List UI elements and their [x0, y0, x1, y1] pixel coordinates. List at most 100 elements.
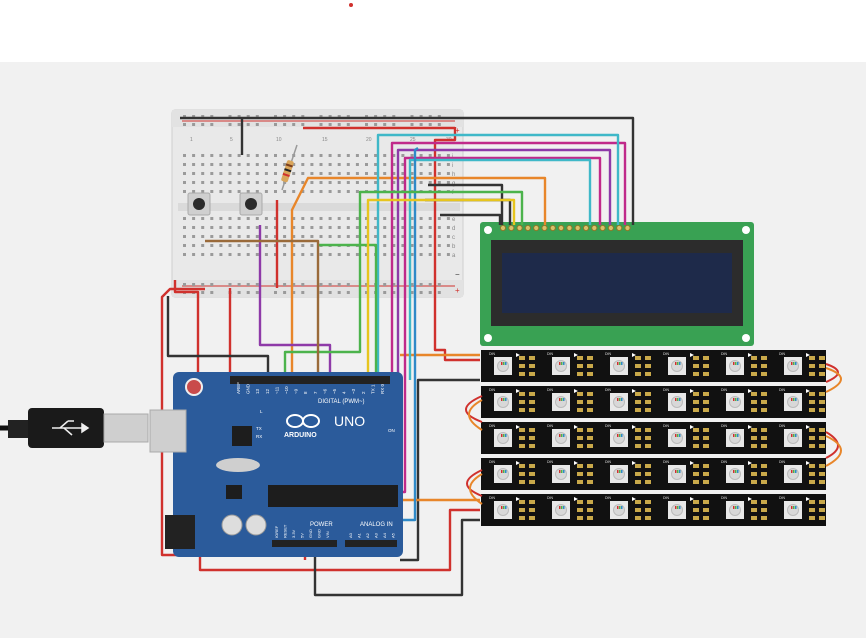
usb-chip: [232, 426, 252, 446]
lcd-16x2[interactable]: [480, 222, 754, 346]
rgb-led[interactable]: [726, 501, 744, 519]
wire-gnd-1[interactable]: [166, 296, 270, 375]
rgb-led[interactable]: [668, 357, 686, 375]
lcd-screen: [502, 253, 732, 313]
wire-red-3[interactable]: [433, 127, 480, 362]
strip-pad-label: DIN: [605, 424, 612, 428]
rgb-led[interactable]: [784, 465, 802, 483]
regulator: [226, 485, 242, 499]
digital-pin-label: 13: [255, 388, 260, 394]
wire-cyan-2[interactable]: [408, 158, 592, 380]
usb-connector: [103, 413, 149, 443]
digital-pin-label: ~9: [294, 388, 299, 394]
svg-text:a: a: [452, 253, 456, 259]
wire-gnd-2[interactable]: [428, 183, 504, 225]
wire-green-lcd[interactable]: [283, 190, 524, 375]
wire-gnd-strip-2[interactable]: [400, 378, 480, 562]
rgb-led[interactable]: [610, 357, 628, 375]
rgb-led[interactable]: [494, 465, 512, 483]
rgb-led[interactable]: [610, 465, 628, 483]
analog-pin-label: A1: [357, 532, 362, 538]
rgb-led[interactable]: [610, 501, 628, 519]
resistor[interactable]: [281, 144, 298, 191]
wire-orange-lcd[interactable]: [290, 176, 547, 380]
pushbutton-2[interactable]: [239, 192, 263, 216]
digital-pin-label: ~3: [351, 388, 356, 394]
svg-text:TX: TX: [256, 426, 262, 431]
rgb-led[interactable]: [726, 429, 744, 447]
digital-label: DIGITAL (PWM~): [318, 399, 365, 405]
pushbutton-1[interactable]: [187, 192, 211, 216]
digital-header: [230, 376, 390, 384]
rgb-led[interactable]: [668, 465, 686, 483]
power-label: POWER: [310, 522, 333, 528]
svg-text:25: 25: [410, 137, 416, 143]
wire-purple-btn[interactable]: [258, 225, 332, 380]
wire-brown[interactable]: [205, 239, 320, 380]
strip-pad-label: DIN: [547, 496, 554, 500]
strip-pad-label: DIN: [605, 496, 612, 500]
breadboard-holes: [183, 115, 450, 294]
lcd-pin-header: [499, 224, 631, 232]
arduino-brand: ARDUINO: [284, 432, 317, 439]
rgb-led[interactable]: [668, 429, 686, 447]
svg-text:20: 20: [366, 137, 372, 143]
rgb-led[interactable]: [784, 429, 802, 447]
breadboard[interactable]: + − + 1 5 10 15 20 25 30 j i h g f e d: [171, 109, 464, 298]
wire-gnd-lcd[interactable]: [180, 116, 635, 225]
arduino-uno[interactable]: ARDUINO UNO DIGITAL (PWM~) POWER ANALOG …: [149, 372, 403, 557]
strip-pad-label: DIN: [779, 424, 786, 428]
rgb-led[interactable]: [494, 393, 512, 411]
rgb-led[interactable]: [726, 357, 744, 375]
circuit-canvas[interactable]: + − + 1 5 10 15 20 25 30 j i h g f e d: [0, 62, 866, 638]
rgb-led[interactable]: [784, 357, 802, 375]
rail-plus-label: +: [455, 126, 460, 135]
rgb-led[interactable]: [494, 501, 512, 519]
rgb-led[interactable]: [668, 393, 686, 411]
rgb-led[interactable]: [726, 465, 744, 483]
rgb-led[interactable]: [552, 429, 570, 447]
strip-pad-label: DIN: [663, 388, 670, 392]
usb-cable[interactable]: [0, 408, 149, 448]
rgb-led[interactable]: [494, 429, 512, 447]
strip-pad-label: DIN: [489, 424, 496, 428]
strip-pad-label: DIN: [779, 496, 786, 500]
rail-minus-label: −: [455, 270, 460, 279]
power-pin-label: GND: [317, 529, 322, 538]
rgb-led[interactable]: [552, 393, 570, 411]
reset-button[interactable]: [185, 378, 203, 396]
rgb-led[interactable]: [668, 501, 686, 519]
svg-text:h: h: [452, 172, 455, 178]
rgb-led[interactable]: [552, 465, 570, 483]
digital-pin-label: ~10: [284, 386, 289, 394]
rgb-led[interactable]: [610, 429, 628, 447]
rgb-led[interactable]: [610, 393, 628, 411]
digital-pin-label: 7: [313, 391, 318, 394]
wire-green-2[interactable]: [318, 243, 378, 380]
rgb-led[interactable]: [552, 357, 570, 375]
strip-pad-label: DIN: [663, 352, 670, 356]
rgb-led[interactable]: [552, 501, 570, 519]
wire-gnd-strip[interactable]: [313, 518, 480, 597]
strip-pad-label: DIN: [721, 424, 728, 428]
rgb-led[interactable]: [494, 357, 512, 375]
toolbar-area: [0, 0, 866, 62]
svg-text:1: 1: [190, 137, 193, 143]
rgb-led[interactable]: [784, 393, 802, 411]
rgb-led[interactable]: [784, 501, 802, 519]
svg-text:L: L: [260, 409, 263, 414]
wire-gnd-4[interactable]: [440, 213, 502, 225]
wire-yellow-lcd[interactable]: [366, 198, 516, 380]
strip-pad-label: DIN: [605, 388, 612, 392]
digital-pin-label: RX 0: [380, 383, 385, 394]
rgb-led[interactable]: [726, 393, 744, 411]
digital-pin-label: AREF: [236, 382, 241, 394]
